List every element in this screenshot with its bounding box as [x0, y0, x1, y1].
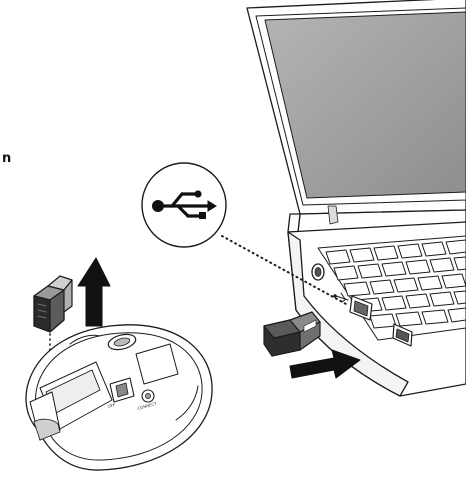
- usb-receiver-removed: [34, 276, 72, 332]
- mouse-underside: [26, 325, 212, 470]
- stray-text: n: [2, 151, 11, 166]
- connect-button: [142, 390, 154, 402]
- usb-receiver-inserting: [264, 312, 320, 356]
- audio-jack: [312, 264, 324, 280]
- remove-arrow-icon: [78, 258, 110, 326]
- usb-symbol-badge: [142, 163, 226, 247]
